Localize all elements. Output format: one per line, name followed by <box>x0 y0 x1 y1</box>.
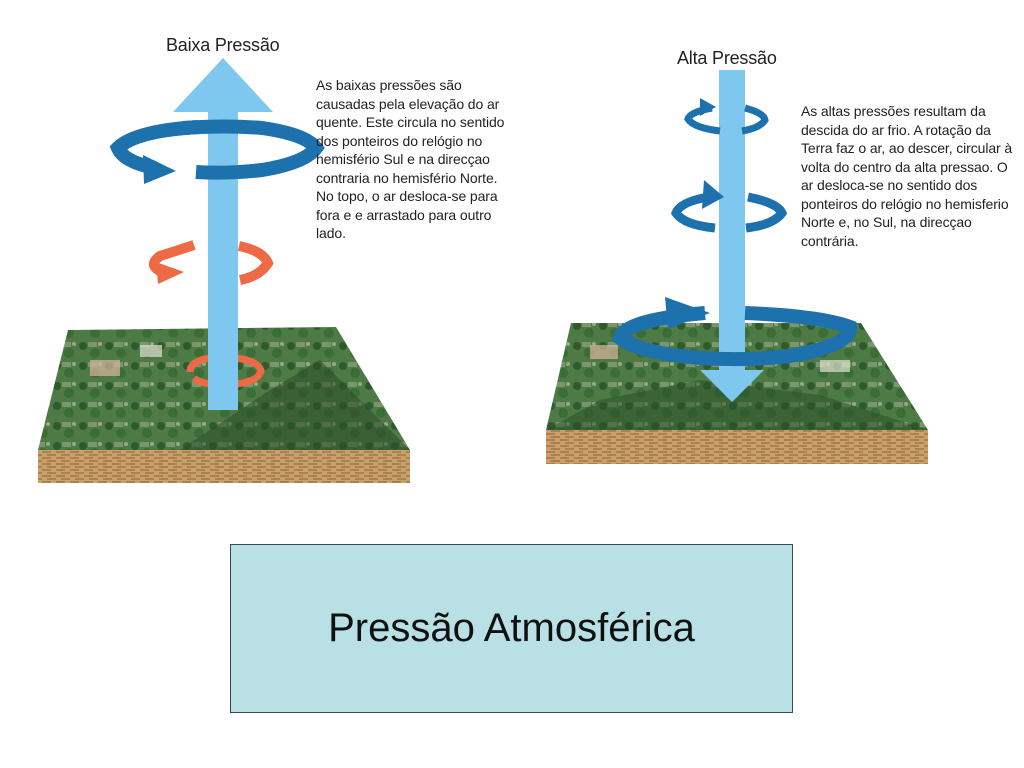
warm-rotation-arrow-middle <box>149 240 274 285</box>
low-pressure-panel <box>38 58 410 483</box>
rising-air-arrow <box>173 58 273 410</box>
caption-box: Pressão Atmosférica <box>230 544 793 713</box>
low-pressure-description: As baixas pressões são causadas pela ele… <box>316 77 505 241</box>
cold-rotation-arrow-top <box>109 119 325 184</box>
low-pressure-title: Baixa Pressão <box>166 35 280 55</box>
cold-rotation-arrow-middle <box>670 180 788 233</box>
high-pressure-description: As altas pressões resultam da descida do… <box>801 103 1013 249</box>
sinking-air-arrow <box>700 70 764 402</box>
caption-title: Pressão Atmosférica <box>328 606 695 650</box>
high-pressure-panel <box>546 70 928 464</box>
cold-rotation-arrow-top <box>684 98 769 135</box>
high-pressure-title: Alta Pressão <box>677 48 777 68</box>
cold-rotation-arrow-bottom <box>612 297 857 367</box>
